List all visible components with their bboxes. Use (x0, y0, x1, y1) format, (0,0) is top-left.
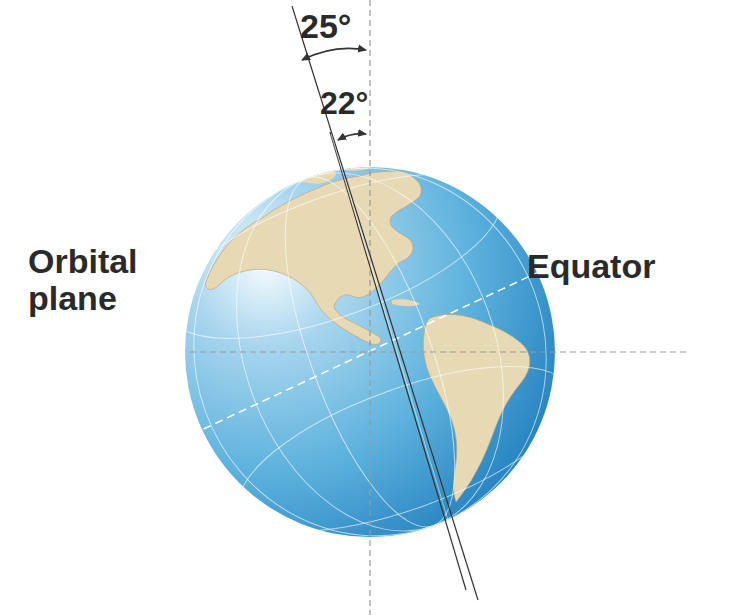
vertical-reference (369, 0, 370, 615)
plane-label: Orbital plane (28, 243, 188, 316)
equator-label: Equator (527, 248, 655, 285)
angle-arc-22 (338, 134, 366, 140)
orbital-plane-line (190, 351, 690, 352)
angle-arc-25 (302, 48, 366, 60)
angle-label: 22° (320, 86, 368, 121)
angle-label: 25° (300, 8, 351, 45)
axis-22 (330, 132, 466, 590)
axis-25 (292, 6, 478, 600)
